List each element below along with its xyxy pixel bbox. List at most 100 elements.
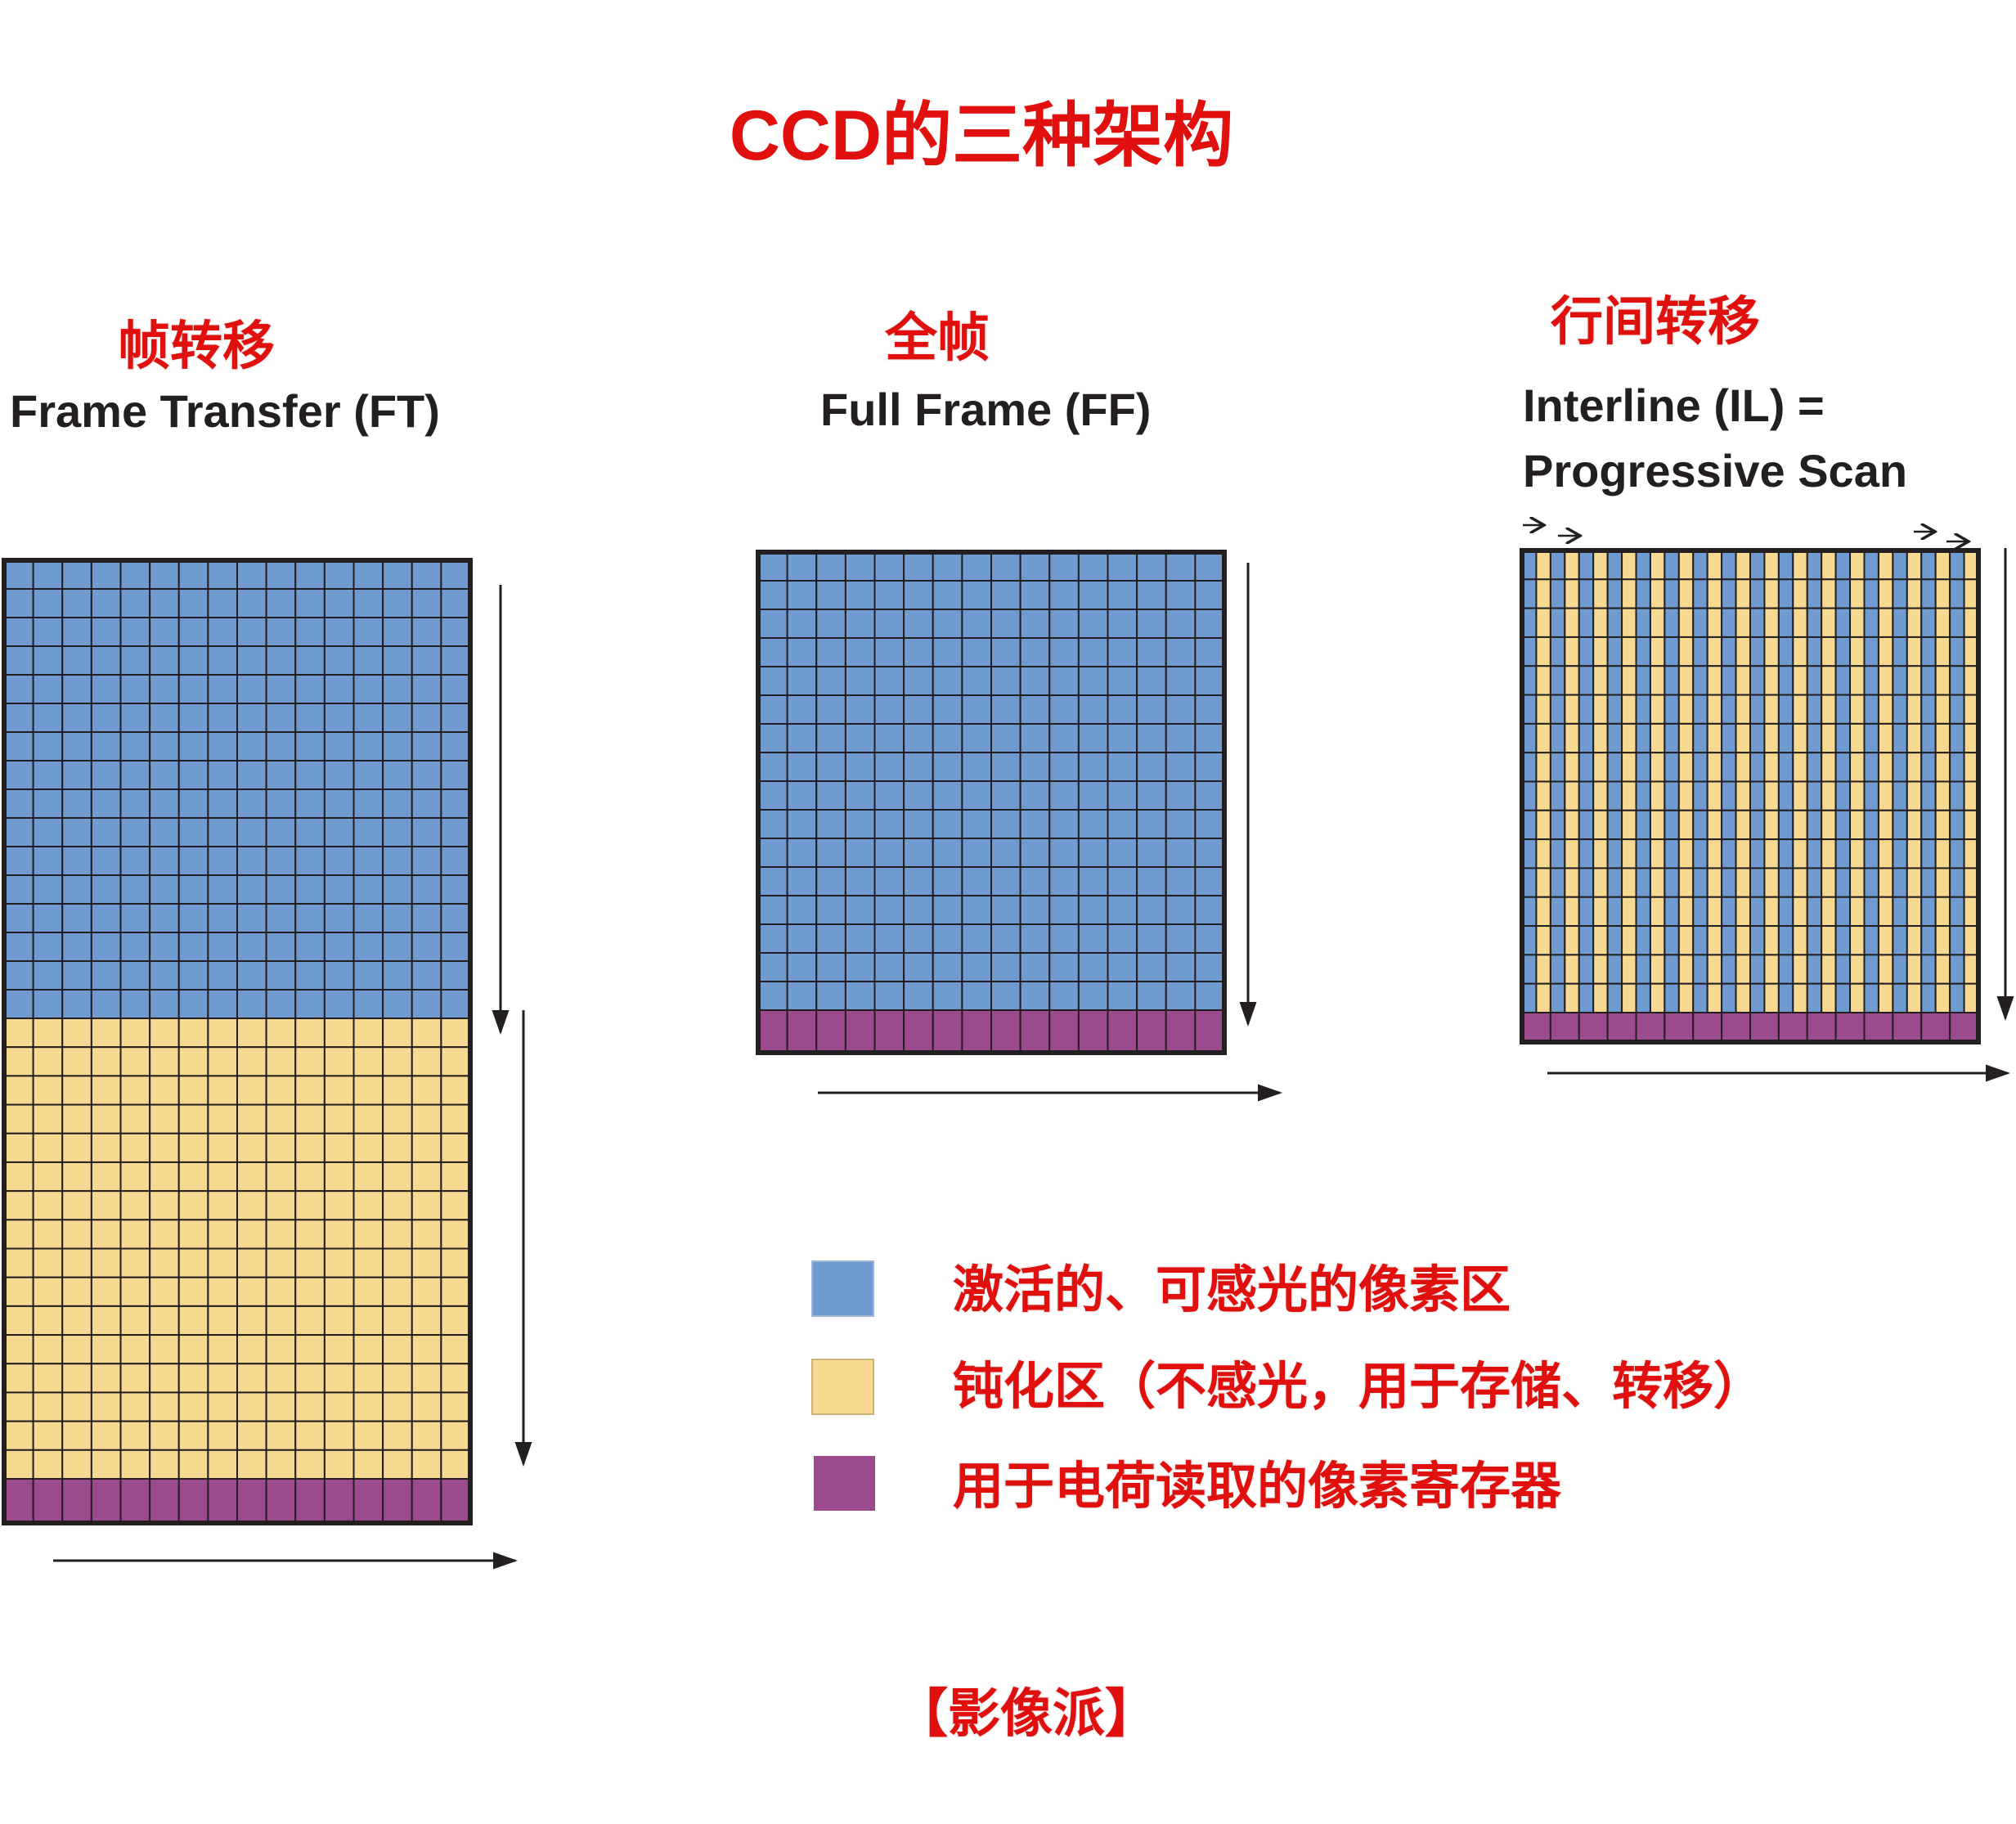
ff-active-pixel: [757, 752, 788, 782]
ft-active-pixel: [177, 760, 209, 790]
ff-active-pixel: [786, 637, 818, 667]
ft-active-pixel: [323, 674, 355, 704]
ff-active-pixel: [1077, 723, 1109, 753]
il-array-pixel: [1863, 867, 1879, 898]
il-array-pixel: [1549, 780, 1566, 811]
ft-storage-pixel: [207, 1363, 238, 1394]
il-array-pixel: [1735, 982, 1751, 1013]
ft-storage-pixel: [411, 1161, 442, 1193]
ft-active-pixel: [323, 617, 355, 647]
ff-active-pixel: [815, 895, 846, 925]
ft-storage-pixel: [352, 1132, 384, 1163]
il-array-pixel: [1677, 954, 1695, 985]
legend-register-label: 用于电荷读取的像素寄存器: [953, 1456, 1562, 1516]
il-array-pixel: [1849, 896, 1866, 928]
ff-register-pixel: [1165, 1009, 1197, 1054]
il-array-pixel: [1549, 665, 1566, 696]
ft-active-pixel: [352, 989, 384, 1019]
il-array-pixel: [1606, 867, 1623, 898]
ft-frame: [2, 558, 473, 1525]
il-array-pixel: [1777, 665, 1794, 696]
ft-storage-pixel: [119, 1219, 151, 1250]
ft-storage-pixel: [265, 1018, 297, 1049]
ft-storage-pixel: [294, 1449, 326, 1480]
ft-storage-pixel: [352, 1103, 384, 1134]
il-array-pixel: [1677, 809, 1695, 841]
ft-active-pixel: [265, 588, 297, 618]
ff-register-pixel: [961, 1009, 992, 1054]
ff-active-pixel: [757, 809, 788, 839]
il-array-pixel: [1578, 665, 1595, 696]
ff-frame: [756, 550, 1227, 1055]
il-array-pixel: [1692, 636, 1708, 667]
ff-active-pixel: [815, 666, 846, 696]
ft-storage-pixel: [352, 1161, 384, 1193]
il-array-pixel: [1606, 925, 1623, 956]
ft-storage-pixel: [323, 1075, 355, 1106]
il-array-pixel: [1721, 896, 1737, 928]
il-array-pixel: [1635, 722, 1651, 754]
ft-active-pixel: [3, 846, 34, 876]
ff-active-pixel: [757, 723, 788, 753]
ff-active-pixel: [844, 723, 876, 753]
il-array-pixel: [1578, 694, 1595, 725]
ft-storage-pixel: [323, 1247, 355, 1278]
ft-storage-pixel: [236, 1391, 267, 1422]
ft-register-pixel: [440, 1478, 471, 1524]
il-array-pixel: [1649, 982, 1666, 1013]
ff-active-pixel: [932, 780, 963, 811]
ft-active-pixel: [294, 588, 326, 618]
il-array-pixel: [1649, 867, 1666, 898]
ft-storage-pixel: [177, 1247, 209, 1278]
ft-active-pixel: [149, 903, 180, 933]
ft-storage-pixel: [61, 1420, 92, 1451]
ff-active-pixel: [932, 609, 963, 639]
il-array-pixel: [1892, 607, 1908, 638]
ft-active-pixel: [90, 846, 122, 876]
ff-active-pixel: [844, 551, 876, 582]
il-array-pixel: [1592, 982, 1609, 1013]
il-array-pixel: [1863, 752, 1879, 783]
il-array-pixel: [1706, 780, 1723, 811]
ff-active-pixel: [757, 580, 788, 610]
ff-active-pixel: [1165, 723, 1197, 753]
il-array-pixel: [1721, 636, 1737, 667]
ft-active-pixel: [3, 731, 34, 761]
il-array-pixel: [1592, 809, 1609, 841]
ft-storage-pixel: [3, 1334, 34, 1365]
ft-active-pixel: [352, 846, 384, 876]
il-array-pixel: [1606, 954, 1623, 985]
ft-active-pixel: [3, 874, 34, 905]
ff-active-pixel: [1136, 666, 1167, 696]
ft-active-pixel: [382, 731, 413, 761]
il-array-pixel: [1692, 954, 1708, 985]
ft-storage-pixel: [382, 1247, 413, 1278]
il-array-pixel: [1792, 636, 1808, 667]
ff-active-pixel: [1077, 895, 1109, 925]
ft-storage-pixel: [61, 1247, 92, 1278]
ft-storage-pixel: [119, 1420, 151, 1451]
ff-active-pixel: [815, 694, 846, 725]
ft-storage-pixel: [207, 1449, 238, 1480]
il-array-pixel: [1949, 578, 1965, 609]
ff-active-pixel: [1165, 637, 1197, 667]
il-array-pixel: [1649, 896, 1666, 928]
il-array-pixel: [1763, 780, 1780, 811]
ft-storage-pixel: [61, 1161, 92, 1193]
ff-active-pixel: [1165, 752, 1197, 782]
ff-active-pixel: [932, 723, 963, 753]
il-array-pixel: [1535, 982, 1551, 1013]
ft-storage-pixel: [411, 1018, 442, 1049]
il-array-pixel: [1777, 954, 1794, 985]
il-array-pixel: [1906, 607, 1923, 638]
ft-register-pixel: [207, 1478, 238, 1524]
ff-active-pixel: [961, 752, 992, 782]
ft-storage-pixel: [3, 1391, 34, 1422]
il-array-pixel: [1777, 925, 1794, 956]
ff-active-pixel: [1077, 609, 1109, 639]
ft-storage-pixel: [149, 1247, 180, 1278]
il-array-pixel: [1706, 550, 1723, 581]
il-array-pixel: [1606, 896, 1623, 928]
il-array-pixel: [1535, 867, 1551, 898]
il-array-pixel: [1749, 867, 1766, 898]
